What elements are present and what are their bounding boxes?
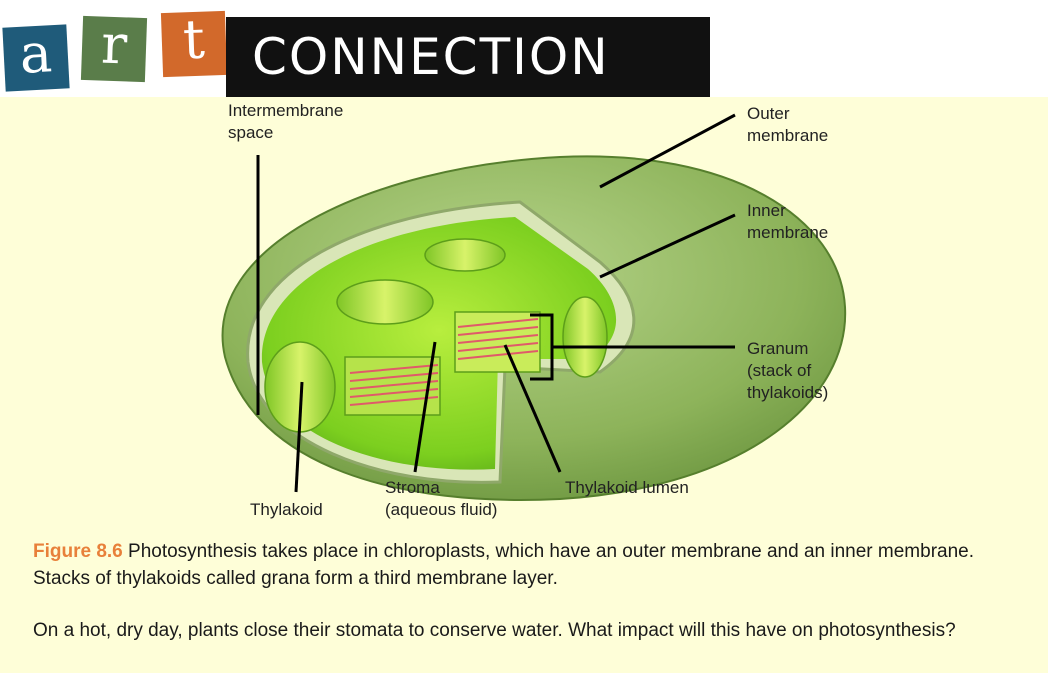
label-thylakoid: Thylakoid	[250, 499, 323, 521]
label-stroma-line1: Stroma	[385, 477, 497, 499]
figure-number: Figure 8.6	[33, 541, 123, 562]
label-granum-line1: Granum	[747, 338, 828, 360]
tile-r: r	[81, 16, 147, 82]
art-connection-banner: a r t CONNECTION	[0, 0, 1048, 97]
label-granum-line2: (stack of	[747, 360, 828, 382]
label-granum-line3: thylakoids)	[747, 382, 828, 404]
label-intermembrane-space-line1: Intermembrane	[228, 100, 343, 122]
tile-a: a	[2, 24, 69, 91]
label-outer-membrane-line2: membrane	[747, 125, 828, 147]
label-granum: Granum (stack of thylakoids)	[747, 338, 828, 404]
figure-caption: Figure 8.6 Photosynthesis takes place in…	[33, 538, 1023, 592]
question-text: On a hot, dry day, plants close their st…	[33, 617, 1023, 644]
label-thylakoid-line1: Thylakoid	[250, 499, 323, 521]
granum-back-mid	[425, 239, 505, 271]
label-stroma-line2: (aqueous fluid)	[385, 499, 497, 521]
figure-panel: Intermembrane space Outer membrane Inner…	[0, 97, 1048, 673]
label-stroma: Stroma (aqueous fluid)	[385, 477, 497, 521]
label-thylakoid-lumen: Thylakoid lumen	[565, 477, 689, 499]
connection-title: CONNECTION	[226, 17, 710, 97]
tile-t: t	[161, 11, 227, 77]
chloroplast-diagram	[0, 97, 1048, 527]
label-inner-membrane-line1: Inner	[747, 200, 828, 222]
label-intermembrane-space-line2: space	[228, 122, 343, 144]
granum-right	[563, 297, 607, 377]
label-thylakoid-lumen-line1: Thylakoid lumen	[565, 477, 689, 499]
figure-caption-text: Photosynthesis takes place in chloroplas…	[33, 541, 974, 589]
label-outer-membrane: Outer membrane	[747, 103, 828, 147]
label-intermembrane-space: Intermembrane space	[228, 100, 343, 144]
label-outer-membrane-line1: Outer	[747, 103, 828, 125]
label-inner-membrane: Inner membrane	[747, 200, 828, 244]
granum-back-left	[337, 280, 433, 324]
label-inner-membrane-line2: membrane	[747, 222, 828, 244]
